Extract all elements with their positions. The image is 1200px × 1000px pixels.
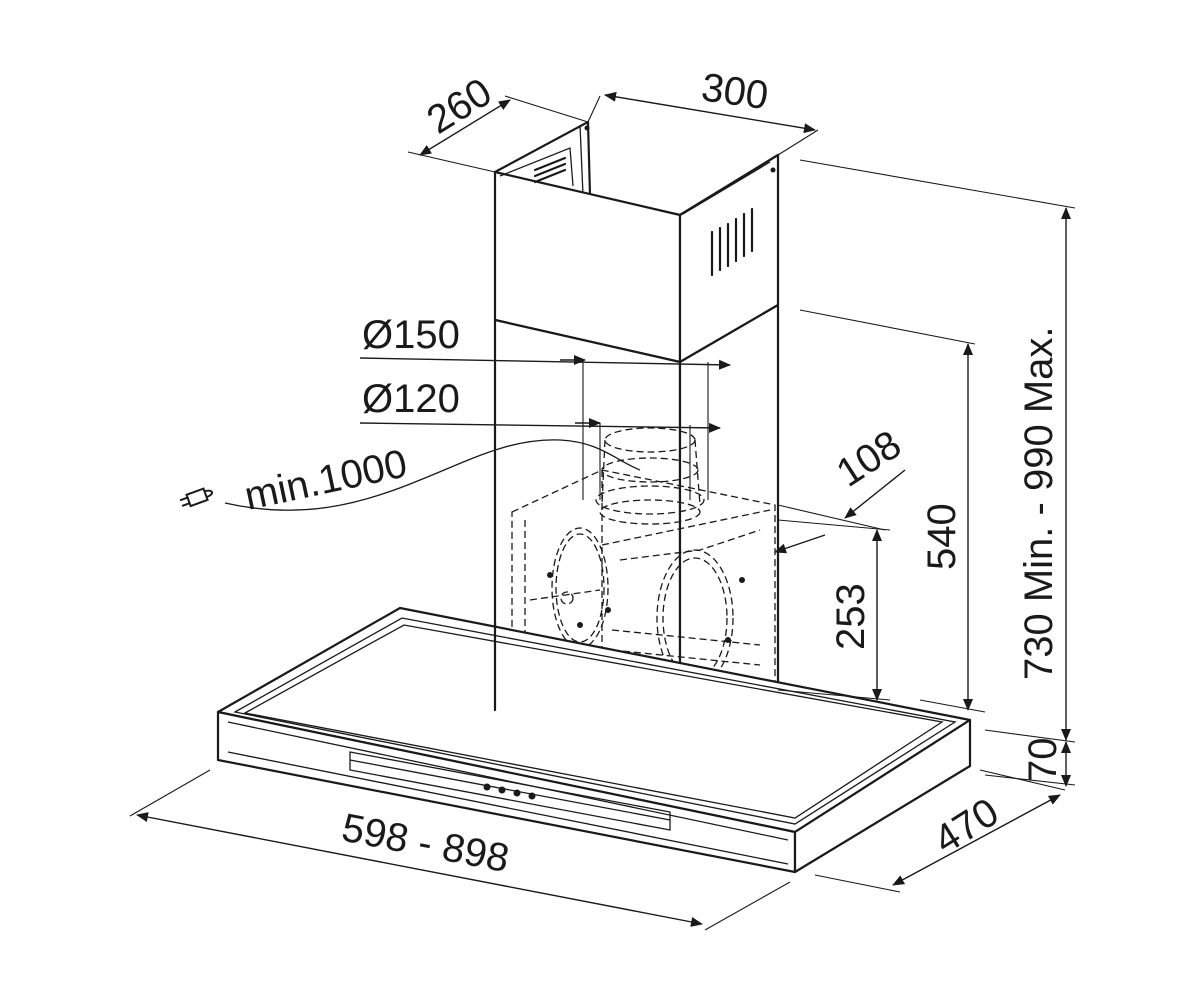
label-260: 260: [419, 70, 499, 143]
label-70: 70: [1021, 738, 1065, 783]
label-d120: Ø120: [362, 377, 460, 421]
control-button-2: [498, 786, 506, 794]
dim-540: 540: [799, 309, 986, 713]
dim-253: 253: [777, 519, 891, 701]
label-108: 108: [829, 422, 909, 495]
control-buttons: [483, 783, 536, 800]
label-300: 300: [699, 65, 771, 118]
label-470: 470: [926, 790, 1006, 863]
control-button-4: [528, 792, 536, 800]
label-598-898: 598 - 898: [338, 806, 512, 881]
label-d150: Ø150: [362, 313, 460, 357]
dim-d150: Ø150: [359, 313, 731, 500]
control-button-3: [513, 789, 521, 797]
dim-70: 70: [984, 738, 1076, 787]
plug-icon: [179, 487, 214, 508]
control-button-1: [483, 783, 491, 791]
vent-louvre-left: [533, 156, 567, 184]
dim-300: 300: [587, 65, 819, 156]
label-253: 253: [829, 583, 873, 650]
label-730-990: 730 Min. - 990 Max.: [1017, 327, 1061, 681]
vent-louvre-right: [710, 207, 754, 277]
dim-d120: Ø120: [359, 377, 721, 500]
label-540: 540: [920, 503, 964, 570]
upper-chimney-cover: [493, 120, 780, 364]
dim-260: 260: [407, 70, 589, 173]
dim-730-990: 730 Min. - 990 Max.: [799, 159, 1076, 743]
dim-108: 108: [774, 422, 909, 554]
